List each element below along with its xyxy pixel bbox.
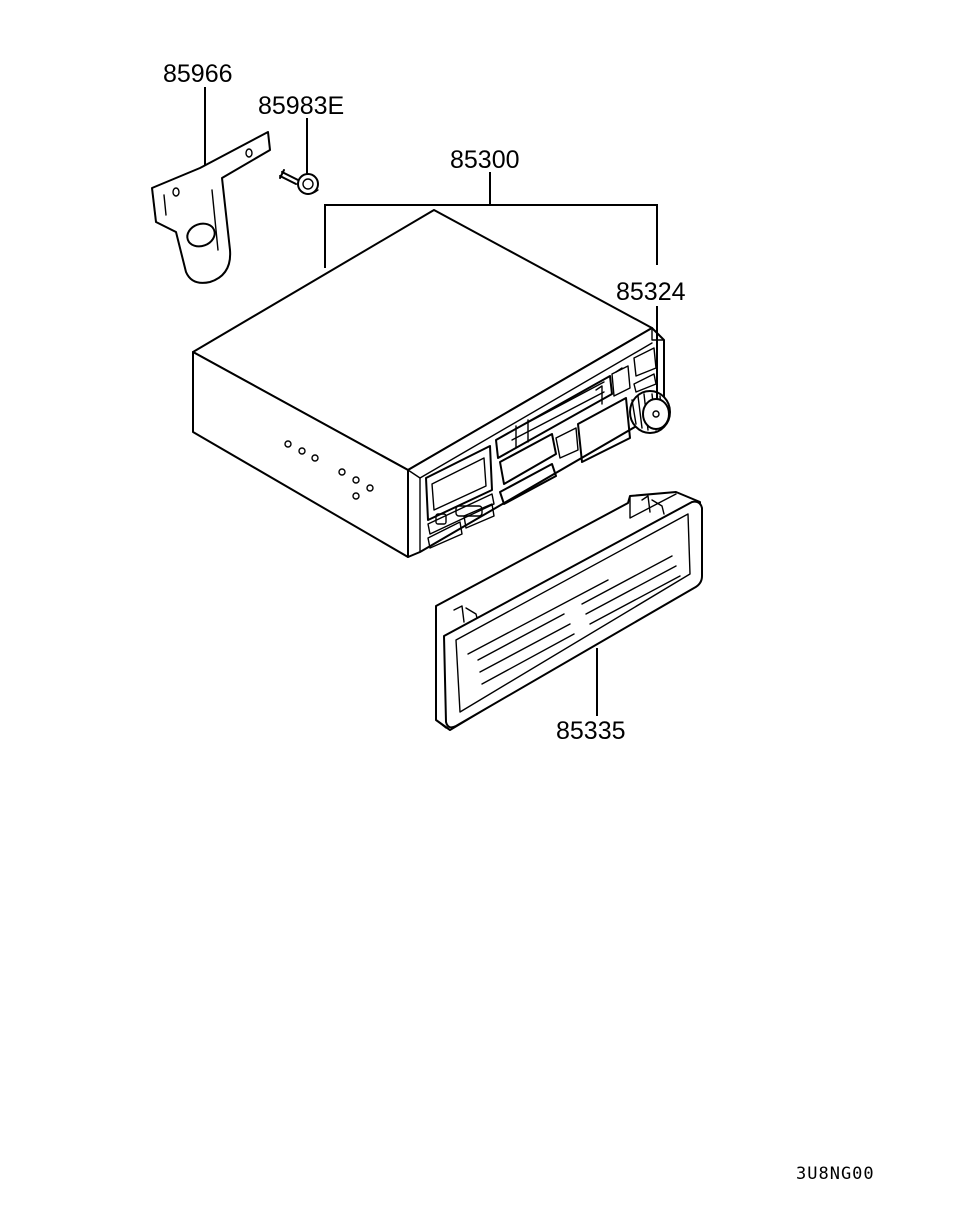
leader-85300	[324, 172, 658, 268]
part-label-85324: 85324	[616, 278, 686, 306]
part-label-85335: 85335	[556, 717, 626, 745]
part-label-85300: 85300	[450, 146, 520, 174]
part-label-85966: 85966	[163, 60, 233, 88]
radio-unit-85300	[192, 209, 665, 558]
pocket-85335	[435, 491, 703, 731]
screw-85983e	[279, 169, 319, 195]
knob-85324	[629, 390, 671, 434]
diagram-code: 3U8NG00	[796, 1164, 875, 1184]
part-label-85983e: 85983E	[258, 92, 344, 120]
bracket-85966	[151, 131, 271, 284]
